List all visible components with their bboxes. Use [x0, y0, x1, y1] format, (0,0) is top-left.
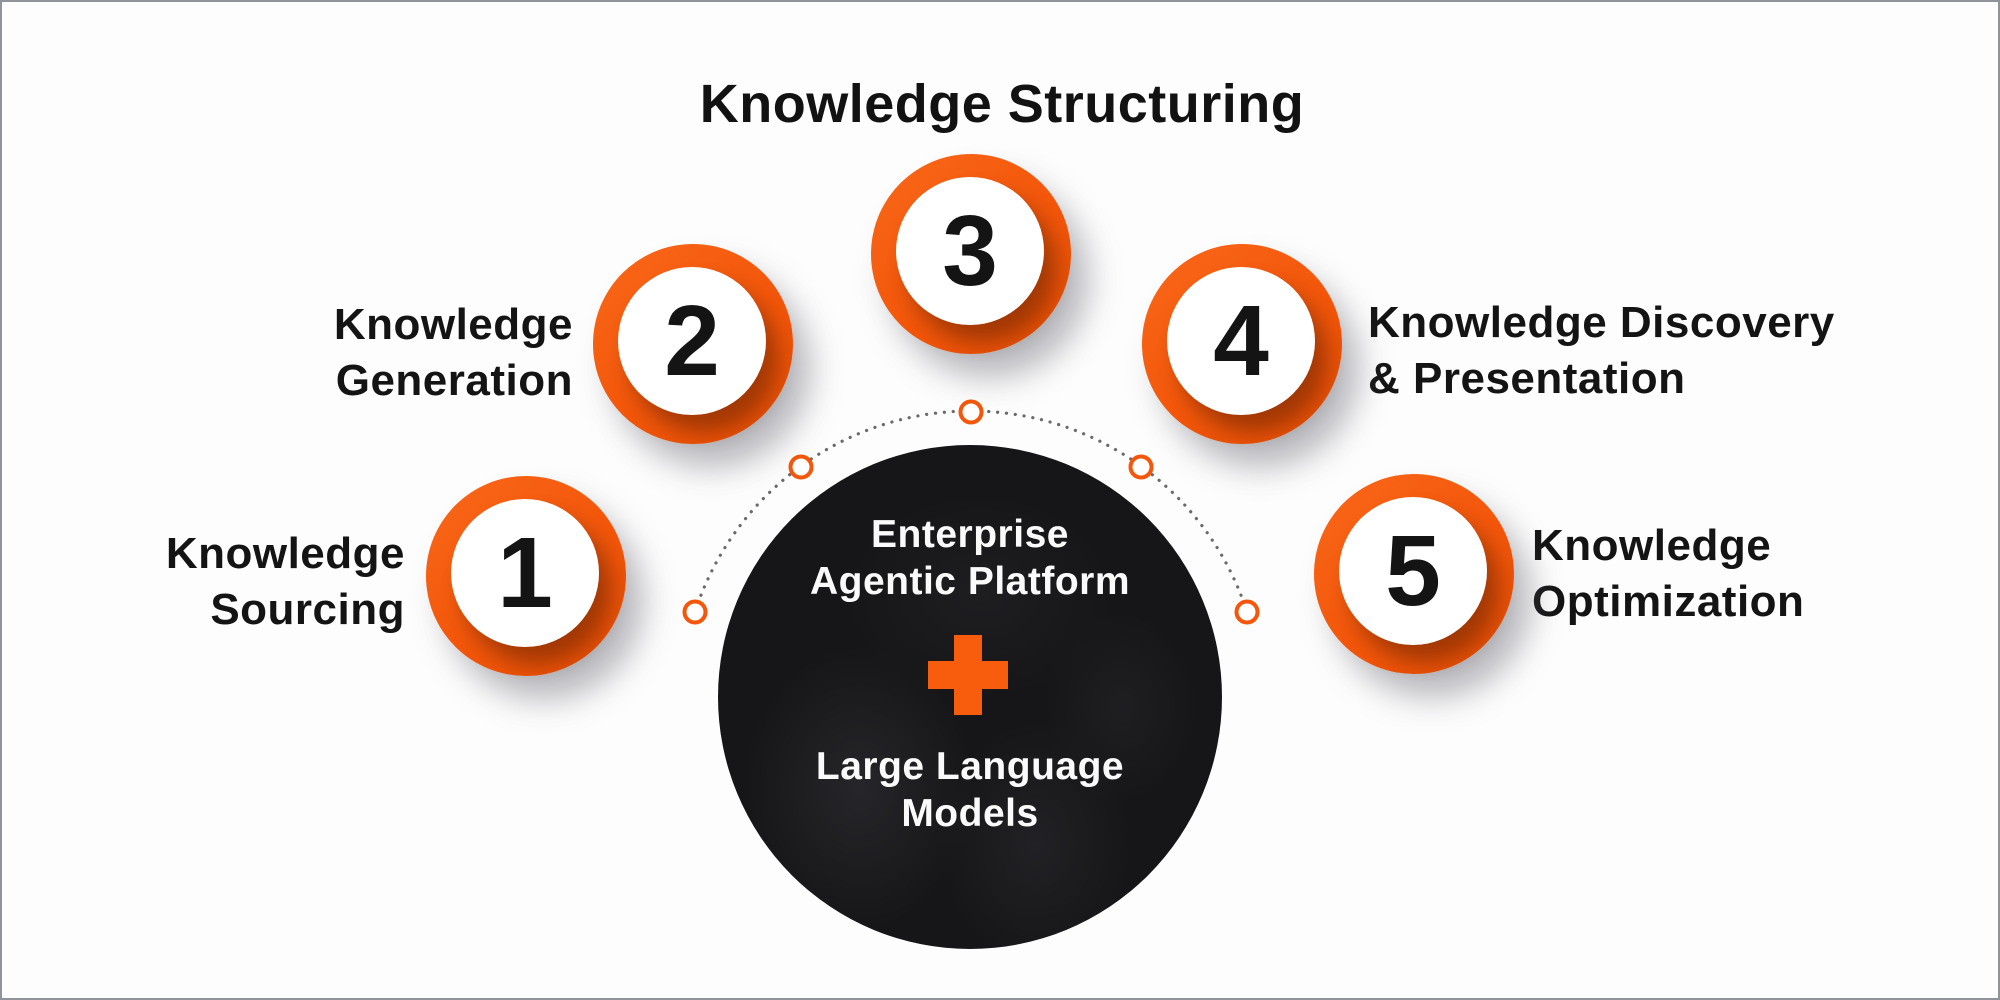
- platform-text-top: Enterprise Agentic Platform: [718, 511, 1222, 605]
- step-5-number: 5: [1385, 515, 1441, 627]
- step-5-label-line-1: Knowledge: [1532, 521, 1772, 570]
- step-1-label: Knowledge Sourcing: [166, 526, 405, 638]
- step-2-label-line-1: Knowledge: [333, 300, 573, 349]
- step-5-label-line-2: Optimization: [1532, 577, 1805, 626]
- platform-text-top-line-1: Enterprise: [871, 513, 1069, 556]
- step-1-circle: 1: [426, 476, 626, 676]
- arc-node-1: [682, 599, 708, 625]
- step-3-circle: 3: [871, 154, 1071, 354]
- step-4-label-line-1: Knowledge Discovery: [1368, 298, 1835, 347]
- platform-text-top-line-2: Agentic Platform: [809, 560, 1131, 603]
- arc-node-2: [788, 454, 814, 480]
- plus-icon: [928, 635, 1008, 715]
- platform-text-bottom: Large Language Models: [718, 743, 1222, 837]
- step-5-label: Knowledge Optimization: [1532, 518, 1804, 630]
- step-4-label-line-2: & Presentation: [1368, 354, 1686, 403]
- platform-text-bottom-line-1: Large Language: [815, 745, 1125, 788]
- platform-text-bottom-line-2: Models: [901, 792, 1039, 835]
- step-2-circle: 2: [593, 244, 793, 444]
- step-4-label: Knowledge Discovery & Presentation: [1368, 295, 1835, 407]
- arc-node-4: [1128, 454, 1154, 480]
- step-5-circle: 5: [1314, 474, 1514, 674]
- step-1-label-line-2: Sourcing: [210, 585, 405, 634]
- step-1-label-line-1: Knowledge: [165, 529, 405, 578]
- central-platform-circle: Enterprise Agentic Platform Large Langua…: [718, 445, 1222, 949]
- step-3-inner-circle: 3: [896, 177, 1044, 325]
- step-2-number: 2: [664, 285, 720, 397]
- step-3-label: Knowledge Structuring: [699, 74, 1305, 134]
- arc-node-3: [958, 399, 984, 425]
- step-4-circle: 4: [1142, 244, 1342, 444]
- step-1-number: 1: [497, 517, 553, 629]
- step-2-inner-circle: 2: [618, 267, 766, 415]
- step-4-number: 4: [1213, 285, 1269, 397]
- step-4-inner-circle: 4: [1167, 267, 1315, 415]
- step-1-inner-circle: 1: [451, 499, 599, 647]
- step-3-number: 3: [942, 195, 998, 307]
- step-2-label-line-2: Generation: [335, 356, 573, 405]
- step-2-label: Knowledge Generation: [334, 297, 573, 409]
- step-5-inner-circle: 5: [1339, 497, 1487, 645]
- arc-node-5: [1234, 599, 1260, 625]
